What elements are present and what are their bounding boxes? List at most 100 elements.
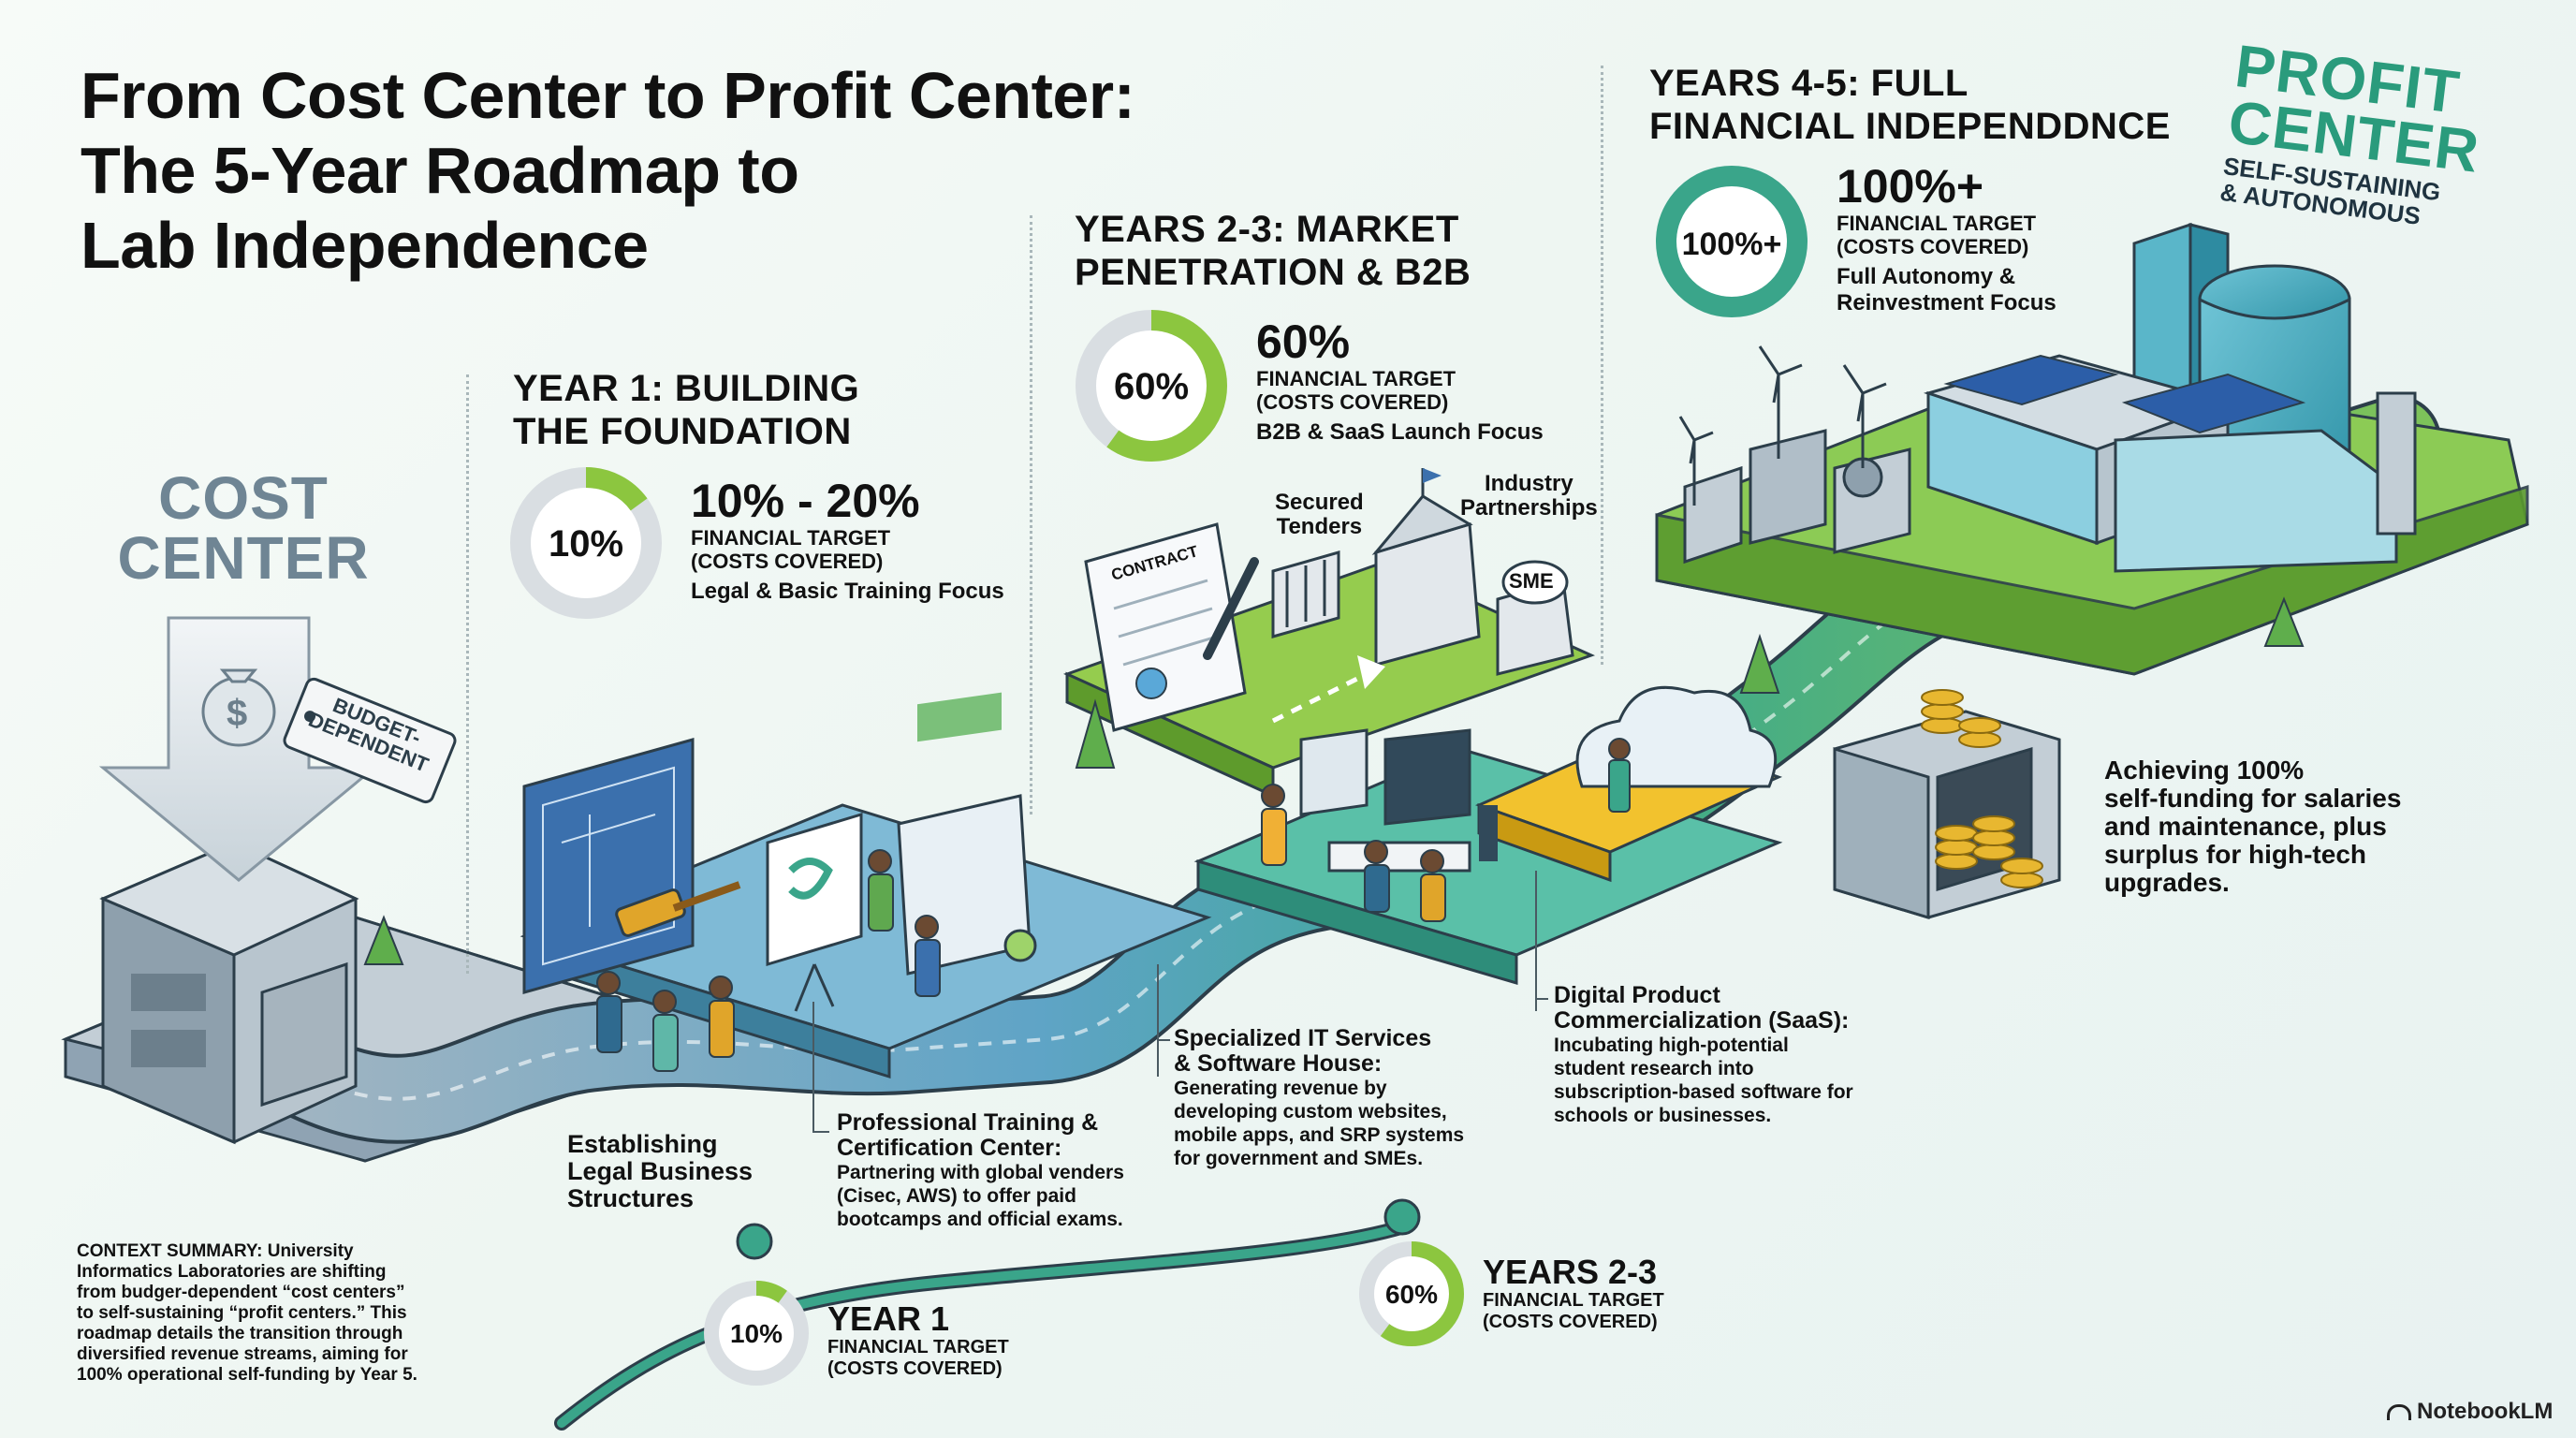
- timeline-label: (COSTS COVERED): [827, 1358, 1003, 1379]
- focus-text: B2B & SaaS Launch Focus: [1256, 419, 1544, 445]
- context-line: University: [262, 1241, 354, 1261]
- focus-text: Full Autonomy &: [1837, 264, 2016, 289]
- timeline-node: [1383, 1198, 1421, 1236]
- sme-label: SME: [1509, 569, 1554, 593]
- saas-person: [1608, 738, 1631, 813]
- leader-line: [1535, 871, 1537, 1011]
- scene-label: Industry: [1485, 471, 1573, 496]
- context-line: from budger-dependent “cost centers”: [77, 1283, 405, 1302]
- phase-year1: YEAR 1: BUILDING THE FOUNDATION: [513, 367, 859, 453]
- factory-icon: [1683, 429, 1911, 565]
- money-symbol: $: [227, 693, 248, 734]
- context-line: Informatics Laboratories are shifting: [77, 1262, 387, 1282]
- target-label: FINANCIAL TARGET: [1837, 212, 2037, 235]
- leader-tick: [812, 1131, 829, 1133]
- industry-building-icon: [1371, 468, 1481, 667]
- stream-saas: Digital Product Commercialization (SaaS)…: [1554, 983, 1853, 1127]
- phase-heading: THE FOUNDATION: [513, 411, 852, 452]
- stream-title: Commercialization (SaaS):: [1554, 1007, 1850, 1034]
- gavel-icon: [615, 881, 741, 937]
- profit-center-city: [1923, 222, 2417, 573]
- phase-year1-target: 10% - 20% FINANCIAL TARGET (COSTS COVERE…: [691, 476, 1004, 605]
- stream-title: Certification Center:: [837, 1135, 1062, 1161]
- timeline-title: YEAR 1: [827, 1299, 950, 1338]
- timeline-node: [736, 1223, 773, 1260]
- brand-watermark: NotebookLM: [2387, 1399, 2553, 1425]
- scene-label: Partnerships: [1460, 495, 1598, 521]
- stream-label: Achieving 100%: [2104, 756, 2305, 785]
- stream-label: Legal Business: [567, 1157, 754, 1185]
- stream-desc: developing custom websites,: [1174, 1101, 1447, 1123]
- target-label: FINANCIAL TARGET: [1256, 367, 1456, 390]
- timeline-label: (COSTS COVERED): [1483, 1312, 1658, 1332]
- stream-desc: (Cisec, AWS) to offer paid: [837, 1185, 1076, 1207]
- presentation-board: [766, 812, 863, 1012]
- scene-label: Secured: [1275, 490, 1364, 515]
- brand-name: NotebookLM: [2417, 1399, 2554, 1424]
- target-label: (COSTS COVERED): [691, 550, 884, 573]
- context-line: 100% operational self-funding by Year 5.: [77, 1365, 417, 1385]
- ring-label: 10%: [730, 1319, 783, 1348]
- context-line: roadmap details the transition through: [77, 1324, 403, 1343]
- cost-center-line: COST: [158, 464, 329, 532]
- stream-label: and maintenance, plus: [2104, 812, 2387, 841]
- stream-label: self-funding for salaries: [2104, 784, 2402, 813]
- tree-icon: [363, 596, 2305, 965]
- phase-divider: [466, 374, 469, 974]
- leader-line: [1157, 964, 1159, 1077]
- leader-tick: [1535, 998, 1548, 1000]
- target-label: (COSTS COVERED): [1837, 235, 2029, 258]
- scene-label: Tenders: [1276, 514, 1363, 539]
- focus-text: Reinvestment Focus: [1837, 290, 2056, 315]
- target-value: 100%+: [1837, 160, 1984, 213]
- stream-title: & Software House:: [1174, 1050, 1383, 1077]
- progress-ring: 60%: [1076, 310, 1227, 462]
- timeline-year1: YEAR 1 FINANCIAL TARGET (COSTS COVERED): [827, 1301, 1009, 1380]
- phase-heading: YEAR 1: BUILDING: [513, 368, 860, 409]
- ring-label: 100%+: [1682, 227, 1782, 262]
- stream-desc: Generating revenue by: [1174, 1078, 1387, 1099]
- stream-desc: schools or businesses.: [1554, 1105, 1772, 1126]
- timeline-ring: 10%: [704, 1281, 809, 1386]
- stream-title: Digital Product: [1554, 982, 1720, 1008]
- trainers: [868, 849, 941, 997]
- sme-building-icon: [1496, 560, 1574, 676]
- stream-title: Specialized IT Services: [1174, 1025, 1432, 1051]
- leader-line: [812, 1002, 814, 1133]
- people-group-legal: [596, 971, 735, 1072]
- phase-divider: [1030, 215, 1032, 814]
- context-line: to self-sustaining “profit centers.” Thi…: [77, 1303, 407, 1323]
- stream-title: Professional Training &: [837, 1109, 1099, 1136]
- title-line: The 5-Year Roadmap to: [80, 134, 799, 207]
- phase-heading: YEARS 2-3: MARKET: [1075, 209, 1459, 250]
- context-line: diversified revenue streams, aiming for: [77, 1344, 408, 1364]
- cost-center-label: COST CENTER: [94, 468, 393, 588]
- stream-label: upgrades.: [2104, 868, 2230, 897]
- stream-desc: for government and SMEs.: [1174, 1148, 1424, 1169]
- phase-heading: PENETRATION & B2B: [1075, 252, 1471, 293]
- secured-tenders-label: Secured Tenders: [1275, 491, 1364, 539]
- vault-coins-icon: [1833, 689, 2061, 920]
- stream-it-services: Specialized IT Services & Software House…: [1174, 1026, 1464, 1170]
- phase-heading: YEARS 4-5: FULL: [1649, 63, 1969, 104]
- context-summary: CONTEXT SUMMARY: University Informatics …: [77, 1241, 479, 1386]
- page-title: From Cost Center to Profit Center: The 5…: [80, 58, 1297, 283]
- notebooklm-logo-icon: [2387, 1404, 2411, 1421]
- tender-building-icon: [1271, 550, 1340, 638]
- cost-center-line: CENTER: [117, 524, 370, 592]
- stream-desc: Partnering with global venders: [837, 1162, 1124, 1183]
- pen-icon: [1203, 557, 1259, 660]
- timeline-title: YEARS 2-3: [1483, 1253, 1658, 1291]
- phase-years2-3-target: 60% FINANCIAL TARGET (COSTS COVERED) B2B…: [1256, 316, 1544, 446]
- stream-desc: subscription-based software for: [1554, 1081, 1853, 1103]
- stream-label: Establishing: [567, 1130, 718, 1158]
- stream-desc: mobile apps, and SRP systems: [1174, 1124, 1465, 1146]
- focus-text: Legal & Basic Training Focus: [691, 579, 1004, 604]
- phase-heading: FINANCIAL INDEPENDDNCE: [1649, 106, 2171, 147]
- target-value: 10% - 20%: [691, 475, 920, 527]
- stream-training: Professional Training & Certification Ce…: [837, 1110, 1124, 1231]
- timeline-label: FINANCIAL TARGET: [1483, 1290, 1664, 1311]
- context-lead: CONTEXT SUMMARY:: [77, 1241, 263, 1261]
- it-people: [1261, 784, 1446, 922]
